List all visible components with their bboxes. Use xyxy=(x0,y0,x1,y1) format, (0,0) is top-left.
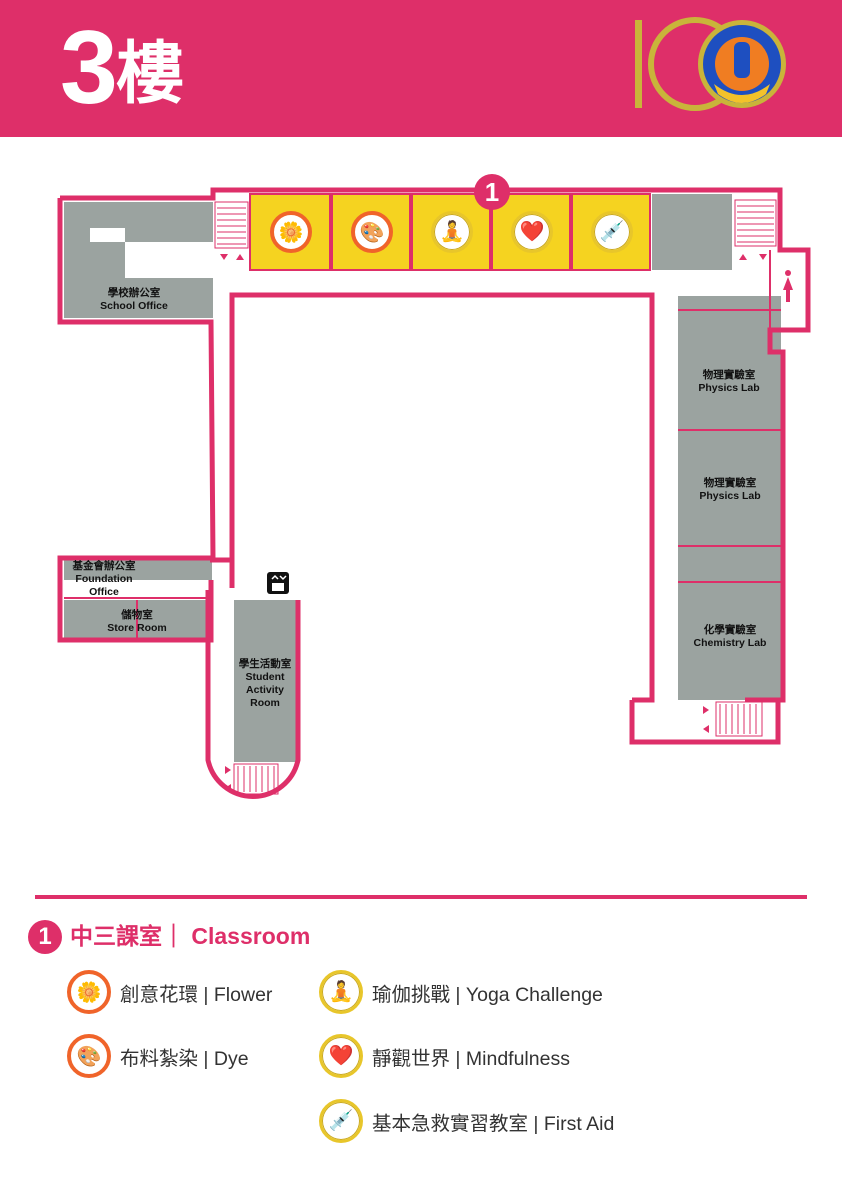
toilet-icon xyxy=(783,270,793,302)
syringe-icon: 💉 xyxy=(591,211,633,253)
flower-icon: 🌼 xyxy=(270,211,312,253)
heart-icon: ❤️ xyxy=(511,211,553,253)
legend-marker-1: 1 xyxy=(28,920,62,954)
scout-centenary-logo xyxy=(635,17,786,111)
legend-title: 中三課室｜ Classroom xyxy=(70,923,311,949)
legend-item-mindfulness: ❤️靜觀世界 | Mindfulness xyxy=(319,1034,570,1078)
legend-item-yoga: 🧘瑜伽挑戰 | Yoga Challenge xyxy=(319,970,603,1014)
flower-icon: 🌼 xyxy=(67,970,111,1014)
floor-plan xyxy=(57,187,811,799)
legend-item-first-aid: 💉基本急救實習教室 | First Aid xyxy=(319,1099,614,1143)
divider xyxy=(35,895,807,899)
header: 3樓 xyxy=(0,0,842,137)
yoga-icon: 🧘 xyxy=(431,211,473,253)
palette-icon: 🎨 xyxy=(67,1034,111,1078)
legend-item-flower: 🌼創意花環 | Flower xyxy=(67,970,272,1014)
syringe-icon: 💉 xyxy=(319,1099,363,1143)
yoga-icon: 🧘 xyxy=(319,970,363,1014)
legend-item-dye: 🎨布料紮染 | Dye xyxy=(67,1034,249,1078)
elevator-icon xyxy=(267,572,289,594)
floor-title: 3樓 xyxy=(60,10,184,126)
heart-icon: ❤️ xyxy=(319,1034,363,1078)
palette-icon: 🎨 xyxy=(351,211,393,253)
classroom-marker-1[interactable]: 1 xyxy=(474,174,510,210)
